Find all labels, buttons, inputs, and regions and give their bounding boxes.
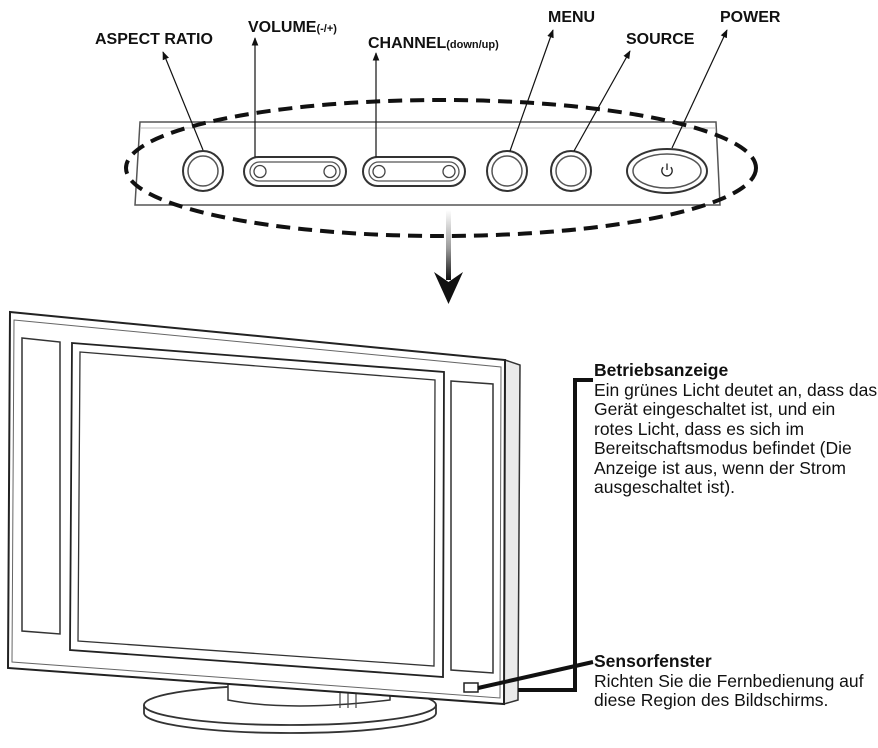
- right-speaker: [450, 380, 494, 674]
- source-button[interactable]: [550, 150, 592, 192]
- channel-rocker[interactable]: [362, 156, 466, 187]
- power-indicator-leader: [518, 378, 593, 692]
- control-panel-highlight: [124, 98, 758, 238]
- tv-screen: [77, 351, 436, 667]
- sensor-window-callout: Sensorfenster Richten Sie die Fernbedien…: [594, 651, 878, 711]
- channel-label: CHANNEL(down/up): [368, 35, 499, 52]
- aspect-ratio-arrow: [162, 51, 204, 151]
- down-arrow-icon: [434, 210, 463, 304]
- aspect-ratio-label: ASPECT RATIO: [95, 31, 213, 48]
- power-icon: [661, 163, 673, 177]
- aspect-ratio-button[interactable]: [182, 150, 224, 192]
- left-speaker: [21, 337, 61, 635]
- power-arrow: [671, 29, 728, 149]
- source-label: SOURCE: [626, 31, 695, 48]
- sensor-window-leader: [477, 660, 594, 690]
- power-label: POWER: [720, 9, 781, 26]
- menu-label: MENU: [548, 9, 595, 26]
- volume-label-main: VOLUME: [248, 19, 317, 36]
- power-button[interactable]: [626, 148, 708, 194]
- television: [6, 310, 521, 734]
- source-arrow: [573, 50, 631, 152]
- channel-label-sub: (down/up): [446, 39, 499, 51]
- power-indicator-description: Ein grünes Licht deutet an, dass das Ger…: [594, 379, 878, 497]
- menu-arrow: [509, 29, 554, 152]
- tv-side: [503, 358, 521, 705]
- sensor-window-title: Sensorfenster: [594, 651, 712, 671]
- sensor-window: [463, 682, 479, 693]
- menu-button[interactable]: [486, 150, 528, 192]
- sensor-window-description: Richten Sie die Fernbedienung auf diese …: [594, 670, 864, 710]
- volume-rocker[interactable]: [243, 156, 347, 187]
- power-indicator-title: Betriebsanzeige: [594, 360, 729, 380]
- power-indicator-callout: Betriebsanzeige Ein grünes Licht deutet …: [594, 360, 878, 498]
- volume-label-sub: (-/+): [316, 23, 337, 35]
- channel-label-main: CHANNEL: [368, 35, 446, 52]
- volume-label: VOLUME(-/+): [248, 19, 337, 36]
- control-panel: ASPECT RATIO VOLUME(-/+) CHANNEL(down/up…: [95, 9, 781, 238]
